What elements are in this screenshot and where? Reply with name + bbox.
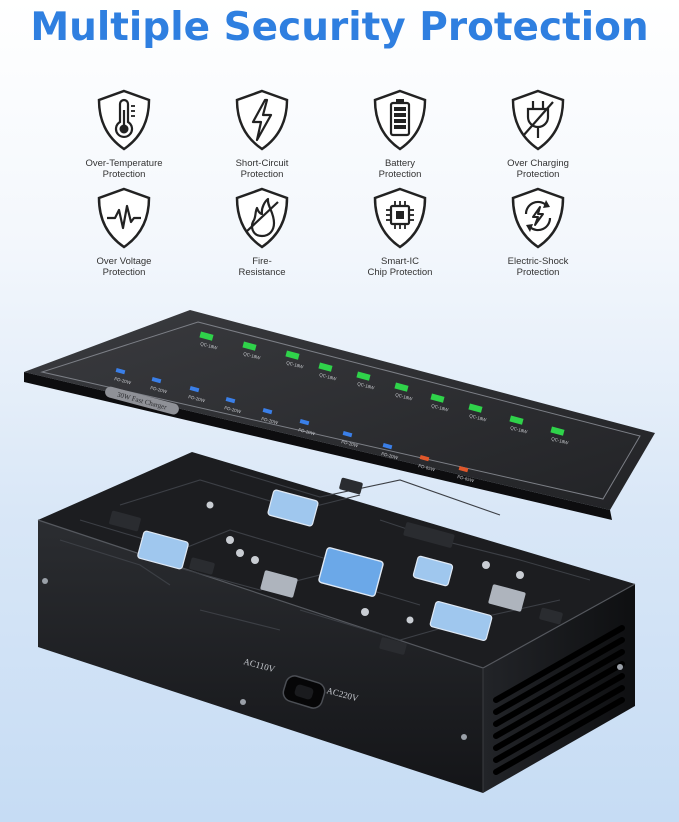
qc-port-label: QC-18W [319, 372, 338, 382]
feature-label: Fire- Resistance [238, 256, 286, 278]
pd-port-label: PD-20W [298, 427, 316, 436]
feature-label: Over Voltage Protection [96, 256, 152, 278]
page-title: Multiple Security Protection [30, 5, 649, 50]
pd-high-port-label: PD-65W [457, 474, 475, 483]
feature-over-voltage: Over Voltage Protection [64, 186, 184, 278]
battery-shield-icon [373, 89, 427, 151]
plug-shield-icon [511, 89, 565, 151]
screws [42, 578, 623, 740]
pd-ports [115, 368, 393, 450]
pd-port-label: PD-20W [188, 394, 206, 403]
qc-port-label: QC-18W [243, 351, 262, 361]
qc-port-label: QC-18W [431, 403, 450, 413]
waveform-shield-icon [97, 187, 151, 249]
charger-device-illustration: QC-18W QC-18W QC-18W QC-18W QC-18W QC-18… [24, 310, 655, 793]
vent-slots [493, 625, 625, 775]
pd-port-label: PD-20W [341, 439, 359, 448]
qc-port-label: QC-18W [200, 341, 219, 351]
feature-electric-shock: Electric-Shock Protection [478, 186, 598, 278]
feature-smart-ic: Smart-IC Chip Protection [340, 186, 460, 278]
qc-ports [199, 331, 565, 436]
pd-high-port-label: PD-65W [418, 463, 436, 472]
feature-label: Electric-Shock Protection [507, 256, 569, 278]
lightning-shield-icon [235, 89, 289, 151]
pd-port-label: PD-20W [150, 385, 168, 394]
feature-fire-resistance: Fire- Resistance [202, 186, 322, 278]
feature-label: Over-Temperature Protection [85, 158, 163, 180]
qc-port-label: QC-18W [357, 381, 376, 391]
flame-shield-icon [235, 187, 289, 249]
pd-high-ports [419, 455, 469, 473]
feature-label: Short-Circuit Protection [235, 158, 289, 180]
feature-label: Smart-IC Chip Protection [367, 256, 433, 278]
feature-over-charging: Over Charging Protection [478, 88, 598, 180]
charger-enclosure: AC110V AC220V [37, 452, 636, 793]
pd-port-label: PD-20W [114, 376, 132, 385]
chip-shield-icon [373, 187, 427, 249]
qc-port-label: QC-18W [551, 436, 570, 446]
feature-label: Battery Protection [378, 158, 422, 180]
thermometer-shield-icon [97, 89, 151, 151]
circuit-components [109, 477, 563, 655]
qc-port-label: QC-18W [469, 413, 488, 423]
shock-shield-icon [511, 187, 565, 249]
pd-port-label: PD-20W [224, 405, 242, 414]
pd-port-label: PD-20W [261, 416, 279, 425]
feature-over-temperature: Over-Temperature Protection [64, 88, 184, 180]
feature-short-circuit: Short-Circuit Protection [202, 88, 322, 180]
feature-label: Over Charging Protection [507, 158, 569, 180]
qc-port-label: QC-18W [286, 360, 305, 370]
feature-battery: Battery Protection [340, 88, 460, 180]
pd-port-label: PD-20W [381, 451, 399, 460]
qc-port-label: QC-18W [395, 392, 414, 402]
top-panel: QC-18W QC-18W QC-18W QC-18W QC-18W QC-18… [24, 310, 655, 520]
qc-port-label: QC-18W [510, 425, 529, 435]
